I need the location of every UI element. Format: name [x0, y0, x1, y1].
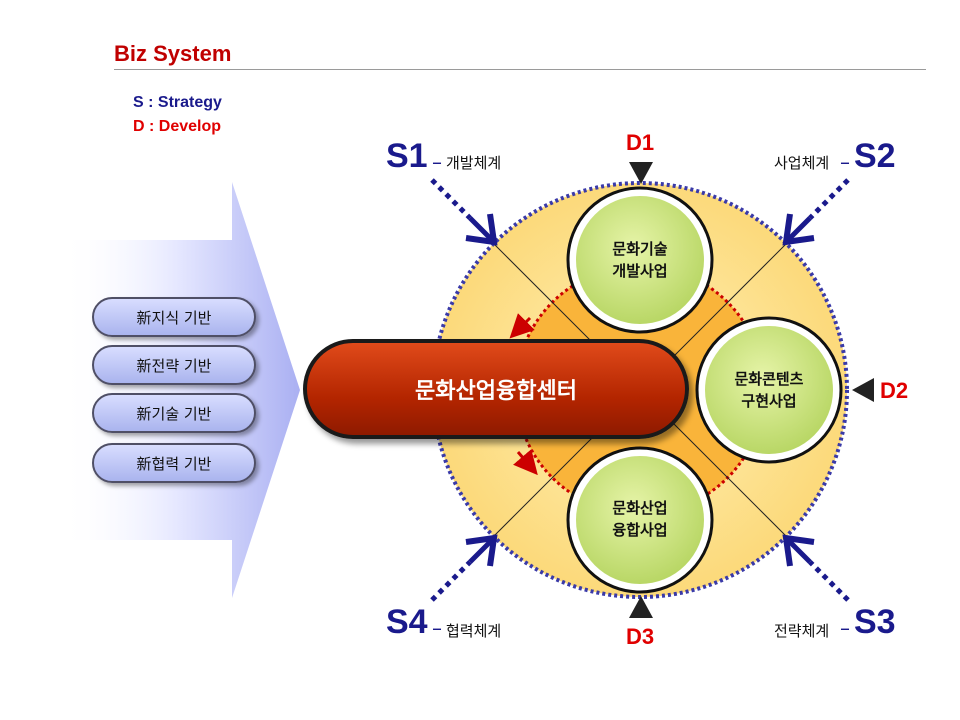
foundation-arrow: [60, 182, 300, 598]
center-convergence-box: 문화산업융합센터: [303, 339, 689, 439]
base-item-cooperation: 新협력 기반: [92, 443, 256, 483]
title-divider: [114, 69, 926, 70]
strategy-arrow-s1: [430, 178, 498, 246]
strategy-dash-s2: –: [840, 150, 850, 174]
strategy-code-s1: S1: [386, 137, 428, 175]
sub-circle-top-inner: [576, 196, 704, 324]
develop-marker-d3: [629, 596, 653, 618]
strategy-arrow-s2: [782, 178, 850, 246]
develop-marker-d1: [629, 162, 653, 184]
page-title: Biz System: [114, 41, 232, 66]
sub-circle-bottom-inner: [576, 456, 704, 584]
strategy-label-s3: 전략체계: [774, 622, 830, 640]
strategy-code-s2: S2: [854, 137, 896, 175]
strategy-dash-s4: –: [432, 616, 442, 640]
strategy-code-s3: S3: [854, 603, 896, 641]
develop-label-d3: D3: [626, 624, 655, 649]
base-item-strategy: 新전략 기반: [92, 345, 256, 385]
develop-marker-d2: [852, 378, 874, 402]
strategy-dash-s1: –: [432, 150, 442, 174]
strategy-label-s1: 개발체계: [446, 154, 502, 172]
circle-label-top: 문화기술 개발사업: [612, 240, 668, 280]
circle-label-bottom: 문화산업 융합사업: [612, 499, 668, 539]
circle-label-right: 문화콘텐츠 구현사업: [734, 370, 804, 410]
strategy-label-s2: 사업체계: [774, 154, 830, 172]
sub-circle-right-inner: [705, 326, 833, 454]
develop-label-d2: D2: [880, 378, 909, 403]
base-item-technology: 新기술 기반: [92, 393, 256, 433]
develop-label-d1: D1: [626, 130, 655, 155]
strategy-code-s4: S4: [386, 603, 428, 641]
strategy-label-s4: 협력체계: [446, 622, 502, 640]
legend-develop: D : Develop: [133, 118, 222, 135]
ring-arrow-lower: [513, 449, 538, 476]
base-item-knowledge: 新지식 기반: [92, 297, 256, 337]
ring-arrow-upper: [509, 313, 535, 339]
legend-strategy: S : Strategy: [133, 94, 222, 111]
strategy-dash-s3: –: [840, 616, 850, 640]
strategy-arrow-s4: [430, 534, 498, 602]
strategy-arrow-s3: [782, 534, 850, 602]
